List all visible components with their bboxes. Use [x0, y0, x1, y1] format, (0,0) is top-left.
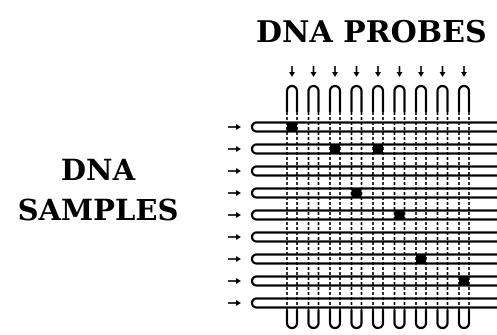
probe-loops-top: [285, 84, 471, 112]
sample-arrow-head: [236, 234, 241, 240]
probe-loop-top: [436, 84, 449, 112]
probe-arrow-head: [310, 72, 317, 77]
sample-arrow-head: [236, 278, 241, 284]
probe-arrow-head: [461, 72, 467, 77]
samples-title: DNA SAMPLES: [8, 150, 188, 230]
probe-loop-top: [393, 84, 406, 112]
sample-arrow-head: [236, 168, 241, 174]
hybridization-dots: [287, 122, 469, 286]
sample-arrow-head: [236, 190, 241, 196]
probe-loop-bottom: [307, 310, 320, 330]
probe-loop-bottom: [371, 310, 385, 330]
sample-arrow-head: [236, 212, 241, 218]
hybridization-dot: [287, 122, 297, 132]
sample-arrow-head: [236, 300, 241, 306]
hybridization-dot: [373, 144, 383, 154]
sample-row: [250, 275, 497, 287]
samples-title-line1: DNA: [60, 153, 136, 187]
probe-loop-top: [457, 84, 471, 112]
sample-row: [250, 209, 497, 221]
sample-row: [250, 231, 497, 243]
probe-loop-top: [350, 84, 363, 112]
probe-loop-bottom: [285, 310, 299, 330]
probe-loop-bottom: [414, 310, 428, 330]
sample-arrow-head: [236, 124, 241, 130]
probe-loops-bottom: [285, 310, 471, 330]
probe-loop-top: [371, 84, 385, 112]
sample-row: [250, 121, 497, 133]
hybridization-dot: [330, 144, 340, 154]
sample-row: [250, 165, 497, 177]
probe-loop-top: [307, 84, 320, 112]
probe-arrow-head: [353, 72, 360, 77]
sample-arrow-head: [236, 146, 241, 152]
probe-arrows: [289, 66, 467, 77]
probes-title: DNA PROBES: [256, 15, 487, 50]
probe-loop-bottom: [328, 310, 342, 330]
probe-arrow-head: [396, 72, 403, 77]
sample-row: [250, 143, 497, 155]
sample-rows: [250, 121, 497, 309]
probe-loop-bottom: [457, 310, 471, 330]
probe-loop-bottom: [393, 310, 406, 330]
hybridization-dot: [416, 254, 426, 264]
samples-title-line2: SAMPLES: [17, 193, 179, 227]
sample-arrow-head: [236, 256, 241, 262]
probe-loop-bottom: [350, 310, 363, 330]
probe-loop-top: [328, 84, 342, 112]
sample-row: [250, 297, 497, 309]
sample-row: [250, 253, 497, 265]
probe-arrow-head: [375, 72, 381, 77]
sample-arrows: [228, 124, 241, 306]
hybridization-dot: [459, 276, 469, 286]
probe-arrow-head: [439, 72, 446, 77]
probe-arrow-head: [418, 72, 424, 77]
probe-loop-bottom: [436, 310, 449, 330]
sample-row: [250, 187, 497, 199]
probe-arrow-head: [289, 72, 295, 77]
probe-loop-top: [285, 84, 299, 112]
probe-arrow-head: [332, 72, 338, 77]
probe-loop-top: [414, 84, 428, 112]
hybridization-dot: [351, 188, 362, 198]
hybridization-dot: [394, 210, 405, 220]
